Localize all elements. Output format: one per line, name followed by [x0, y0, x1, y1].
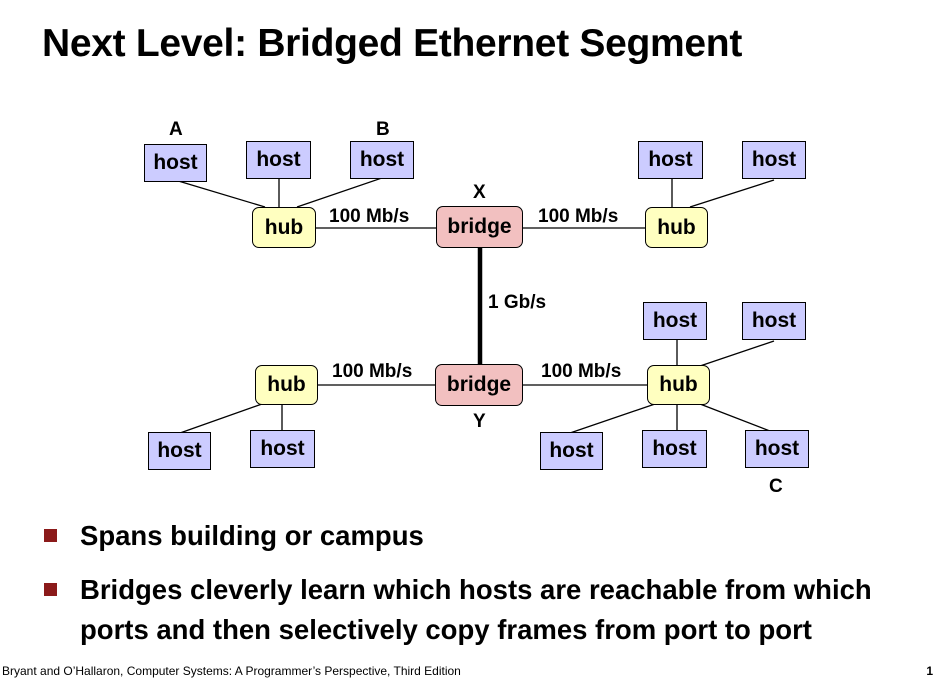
link-hostA-hub: [174, 179, 266, 208]
bridge-y: bridge: [435, 364, 523, 406]
host-br-up-2: host: [742, 302, 806, 340]
marker-c: C: [769, 476, 783, 497]
bullet-text: Bridges cleverly learn which hosts are r…: [80, 574, 872, 645]
speed-top-right: 100 Mb/s: [538, 206, 619, 227]
footer-citation: Bryant and O’Hallaron, Computer Systems:…: [2, 664, 461, 678]
marker-x: X: [473, 182, 486, 203]
marker-b: B: [376, 119, 390, 140]
bullet-item: Spans building or campus: [44, 516, 924, 556]
host-top-4: host: [638, 141, 703, 179]
hub-bottom-right: hub: [647, 365, 710, 405]
hub-top-left: hub: [252, 207, 316, 248]
link-hub-host-br-d1: [569, 403, 656, 434]
link-hub-host-tr2: [689, 179, 775, 208]
host-bl-2: host: [250, 430, 315, 468]
bullet-square-icon: [44, 529, 57, 542]
bridge-x: bridge: [436, 206, 523, 248]
link-hub-host-br-d3: [699, 403, 776, 434]
speed-top-left: 100 Mb/s: [329, 206, 410, 227]
hub-top-right: hub: [645, 207, 708, 248]
page-number: 1: [926, 664, 933, 678]
host-top-2: host: [246, 141, 311, 179]
speed-bottom-right: 100 Mb/s: [541, 361, 622, 382]
host-top-5: host: [742, 141, 806, 179]
marker-a: A: [169, 119, 183, 140]
speed-vertical: 1 Gb/s: [488, 292, 547, 313]
link-hostB-hub: [296, 177, 383, 208]
bullet-text: Spans building or campus: [80, 520, 424, 551]
speed-bottom-left: 100 Mb/s: [332, 361, 413, 382]
hub-bottom-left: hub: [255, 365, 318, 405]
link-hub-host-bl1: [179, 403, 263, 434]
host-bl-1: host: [148, 432, 211, 470]
host-br-d-1: host: [540, 432, 603, 470]
marker-y: Y: [473, 411, 486, 432]
host-c: host: [745, 430, 809, 468]
bullet-item: Bridges cleverly learn which hosts are r…: [44, 570, 924, 650]
host-b: host: [350, 141, 414, 179]
host-a: host: [144, 144, 207, 182]
bullet-square-icon: [44, 583, 57, 596]
link-hub-host-br-up2: [699, 340, 775, 367]
host-br-d-2: host: [642, 430, 707, 468]
slide-title: Next Level: Bridged Ethernet Segment: [42, 22, 743, 65]
host-br-up-1: host: [643, 302, 707, 340]
bullet-list: Spans building or campus Bridges cleverl…: [44, 516, 924, 664]
